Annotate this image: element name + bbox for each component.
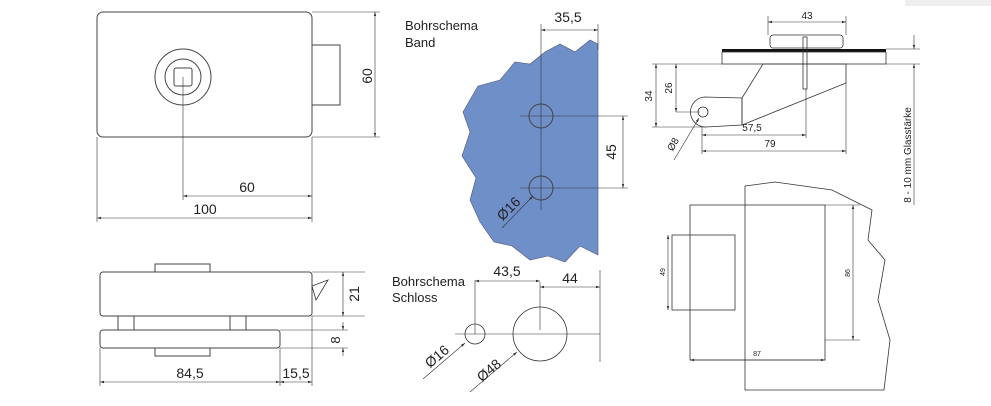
lock-title-2: Schloss [392, 290, 438, 305]
dim-spacing: 45 [603, 144, 619, 160]
dim-offset: 15,5 [282, 365, 309, 381]
fitting-plate [689, 204, 826, 361]
dim-34: 34 [644, 90, 655, 102]
glass [721, 51, 887, 65]
clamp-plate [99, 329, 281, 349]
toolbar-shadow [905, 0, 991, 6]
dim-length: 84,5 [176, 365, 203, 381]
dim-center: 60 [239, 179, 255, 195]
door-glass [744, 181, 891, 391]
dim-86: 86 [845, 269, 852, 277]
side-view: 21 8 84,5 15,5 [99, 263, 365, 386]
band-title-2: Band [405, 35, 435, 50]
door-view: 49 86 87 [660, 181, 891, 391]
dim-57-5: 57,5 [742, 123, 762, 134]
hinge-section: 43 34 26 57,5 79 Ø8 8 - 10 mm Glasstärke [644, 11, 920, 205]
hole-large [512, 306, 568, 362]
glass-top [722, 49, 886, 52]
dim-lock-edge: 44 [562, 270, 578, 286]
cap [769, 34, 844, 49]
side-body [99, 271, 313, 317]
dim-edge: 35,5 [554, 9, 581, 25]
bolt [117, 315, 135, 331]
bolt [229, 315, 247, 331]
lock-title-1: Bohrschema [392, 274, 466, 289]
lock-bolt [311, 44, 341, 106]
lock-box [671, 234, 736, 311]
dim-width: 100 [193, 201, 217, 217]
front-view: 60 60 100 [96, 11, 380, 222]
dim-79: 79 [764, 139, 776, 150]
dim-cap: 43 [801, 11, 813, 22]
dim-small-hole: Ø16 [422, 341, 453, 370]
dim-small-offset: 43,5 [493, 263, 520, 279]
glass-panel [461, 39, 599, 263]
dim-87: 87 [753, 351, 761, 358]
dim-49: 49 [660, 268, 667, 276]
dim-body-height: 21 [346, 286, 362, 302]
lock-body [96, 11, 313, 138]
hatched-body [741, 63, 847, 126]
screw [802, 36, 808, 90]
dim-large-hole: Ø48 [474, 355, 505, 384]
dim-26: 26 [664, 82, 675, 94]
band-title-1: Bohrschema [405, 18, 479, 33]
drill-scheme-band: Bohrschema Band 35,5 45 Ø16 [405, 9, 628, 263]
dim-plate: 8 [328, 336, 343, 343]
hole-small [464, 323, 486, 345]
dim-height: 60 [359, 68, 375, 84]
drill-scheme-lock: Bohrschema Schloss 43,5 44 Ø16 Ø48 [392, 263, 601, 393]
glass-thickness-note: 8 - 10 mm Glasstärke [903, 107, 914, 203]
